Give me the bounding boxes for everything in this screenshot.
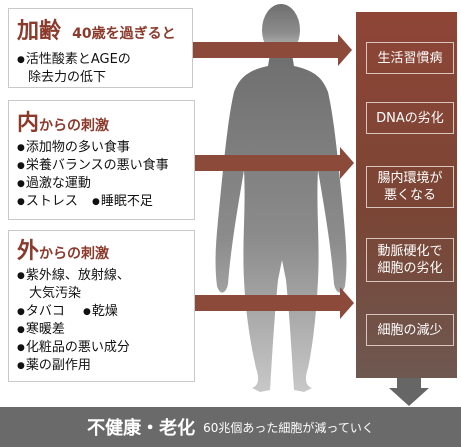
internal-title-small: からの刺激 <box>39 118 110 134</box>
list-item: 栄養バランスの悪い食事 <box>17 157 169 175</box>
list-item: 寒暖差 <box>17 321 130 339</box>
down-arrow-icon <box>389 388 429 406</box>
result-dna-degradation: DNAの劣化 <box>366 102 454 134</box>
aging-box: 加齢 40歳を過ぎると 活性酸素とAGEの 除去力の低下 <box>8 8 193 88</box>
result-gut-environment: 腸内環境が 悪くなる <box>366 166 454 208</box>
list-item: 化粧品の悪い成分 <box>17 339 130 357</box>
aging-title-big: 加齢 <box>17 19 62 44</box>
list-item: タバコ <box>17 304 65 319</box>
arrow-external <box>195 287 354 319</box>
list-item: 薬の副作用 <box>17 357 130 375</box>
list-item: 睡眠不足 <box>92 194 153 209</box>
external-box: 外からの刺激 紫外線、放射線、 大気汚染 タバコ 乾燥 寒暖差 化粧品の悪い成分… <box>8 230 195 382</box>
external-title-small: からの刺激 <box>39 246 110 262</box>
result-arteriosclerosis: 動脈硬化で 細胞の劣化 <box>366 238 454 282</box>
result-lifestyle-disease: 生活習慣病 <box>366 42 454 74</box>
list-item: 活性酸素とAGEの <box>17 51 131 69</box>
list-item: 添加物の多い食事 <box>17 139 169 157</box>
external-title-big: 外 <box>17 239 40 264</box>
list-item-row: タバコ 乾燥 <box>17 303 130 321</box>
internal-box: 内からの刺激 添加物の多い食事 栄養バランスの悪い食事 過激な運動 ストレス 睡… <box>8 100 195 220</box>
list-item: 過激な運動 <box>17 175 169 193</box>
result-cell-decrease: 細胞の減少 <box>366 314 454 346</box>
external-title: 外からの刺激 <box>17 233 109 265</box>
internal-list: 添加物の多い食事 栄養バランスの悪い食事 過激な運動 <box>17 139 169 193</box>
list-item: ストレス <box>17 194 78 209</box>
aging-title-small: 40歳を過ぎると <box>72 26 176 42</box>
internal-title: 内からの刺激 <box>17 105 109 137</box>
arrow-aging <box>187 34 352 66</box>
footer-banner: 不健康・老化 60兆個あった細胞が減っていく <box>0 407 461 447</box>
arrow-internal <box>195 147 354 179</box>
list-item: 乾燥 <box>83 304 118 319</box>
list-item: 除去力の低下 <box>28 70 107 85</box>
footer-sub-text: 60兆個あった細胞が減っていく <box>203 420 374 435</box>
footer-main-text: 不健康・老化 <box>87 418 196 439</box>
internal-row: ストレス 睡眠不足 <box>17 193 153 211</box>
down-arrow-shaft <box>397 378 421 388</box>
aging-list: 活性酸素とAGEの 除去力の低下 <box>17 51 131 87</box>
list-item: 紫外線、放射線、 <box>17 267 130 285</box>
external-list: 紫外線、放射線、 大気汚染 タバコ 乾燥 寒暖差 化粧品の悪い成分 薬の副作用 <box>17 267 130 375</box>
internal-title-big: 内 <box>17 111 40 136</box>
list-item-continued: 大気汚染 <box>29 286 82 301</box>
aging-title: 加齢 40歳を過ぎると <box>17 13 176 45</box>
